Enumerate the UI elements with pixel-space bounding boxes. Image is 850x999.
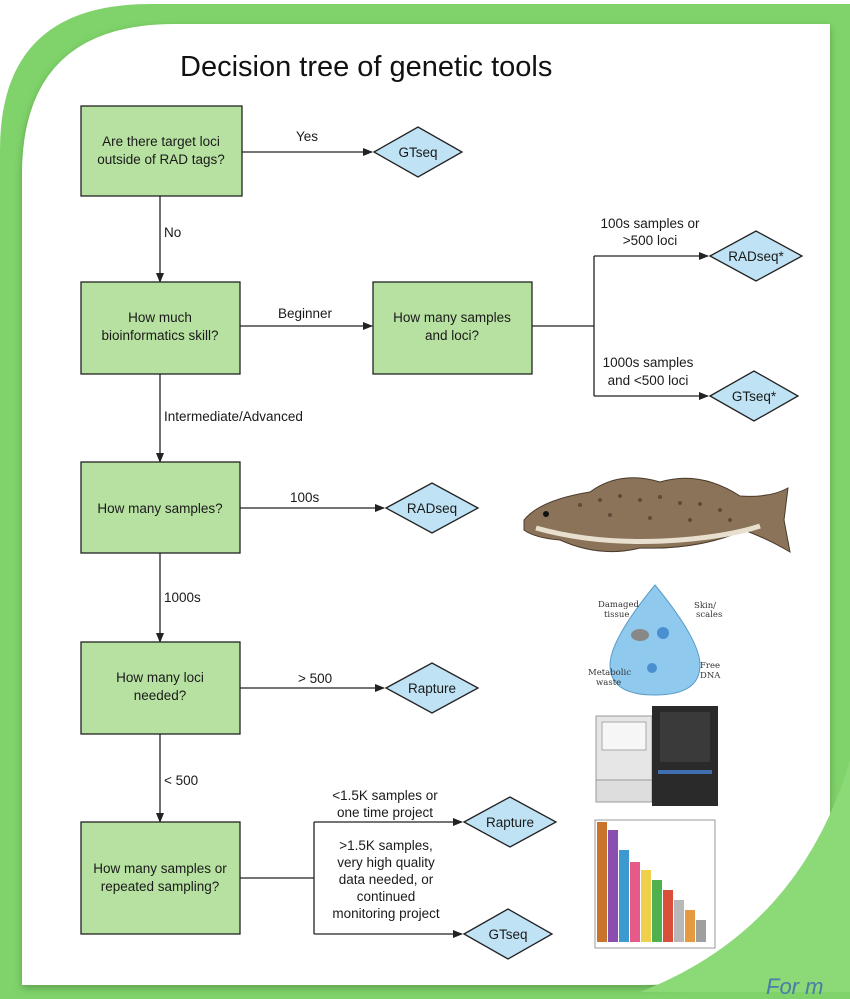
connectors bbox=[156, 148, 709, 938]
question-q6-line1: How many samples or bbox=[93, 861, 227, 876]
edge-label-gt15k-1: >1.5K samples, bbox=[339, 838, 432, 853]
edge-label-no: No bbox=[164, 225, 181, 240]
question-q1-line2: outside of RAD tags? bbox=[97, 152, 225, 167]
question-q3-line1: How many samples bbox=[393, 310, 511, 325]
edge-label-gt15k-2: very high quality bbox=[337, 855, 435, 870]
green-swoosh bbox=[640, 760, 850, 992]
answer-a4-label: RADseq bbox=[407, 501, 457, 516]
question-q1-line1: Are there target loci bbox=[102, 134, 220, 149]
answer-a6-label: Rapture bbox=[486, 815, 534, 830]
answer-a2: RADseq* bbox=[708, 230, 804, 282]
drop-label-metabolic-2: waste bbox=[596, 678, 621, 688]
question-q5-line2: needed? bbox=[134, 688, 187, 703]
drop-label-damaged-2: tissue bbox=[604, 610, 629, 620]
question-q4: How many samples? bbox=[80, 461, 241, 554]
answer-a3-label: GTseq* bbox=[732, 389, 777, 404]
edge-label-beginner: Beginner bbox=[278, 306, 333, 321]
edge-label-yes: Yes bbox=[296, 129, 318, 144]
drop-label-free-2: DNA bbox=[700, 671, 721, 681]
edge-label-gt15k-4: continued bbox=[357, 889, 416, 904]
edge-label-intermediate: Intermediate/Advanced bbox=[164, 409, 303, 424]
answer-a6: Rapture bbox=[462, 796, 558, 848]
answer-a7-label: GTseq bbox=[488, 927, 527, 942]
edge-label-100s: 100s bbox=[290, 490, 320, 505]
footer-text: For m bbox=[766, 974, 823, 999]
question-q6-line2: repeated sampling? bbox=[101, 879, 220, 894]
fish-illustration bbox=[523, 477, 791, 554]
question-q5-line1: How many loci bbox=[116, 670, 204, 685]
edge-label-lt15k-1: <1.5K samples or bbox=[332, 788, 438, 803]
question-q3: How many samples and loci? bbox=[372, 281, 533, 375]
question-q5: How many loci needed? bbox=[80, 641, 241, 735]
edge-label-thousands-2: and <500 loci bbox=[608, 373, 689, 388]
edge-label-hundreds-1: 100s samples or bbox=[600, 216, 700, 231]
question-q2-line1: How much bbox=[128, 310, 192, 325]
edge-label-1000s: 1000s bbox=[164, 590, 201, 605]
edge-label-lt500: < 500 bbox=[164, 773, 198, 788]
water-drop-illustration: Damaged tissue Skin/ scales Metabolic wa… bbox=[588, 584, 722, 696]
edge-label-thousands-1: 1000s samples bbox=[603, 355, 694, 370]
question-q4-line1: How many samples? bbox=[97, 501, 222, 516]
edge-label-hundreds-2: >500 loci bbox=[623, 233, 677, 248]
edge-label-gt15k-3: data needed, or bbox=[339, 872, 434, 887]
question-q2: How much bioinformatics skill? bbox=[80, 281, 241, 375]
sequencer-illustration bbox=[595, 706, 718, 806]
drop-label-skin-2: scales bbox=[696, 610, 722, 620]
question-q6: How many samples or repeated sampling? bbox=[80, 821, 241, 935]
answer-a1: GTseq bbox=[372, 126, 464, 178]
answer-a5-label: Rapture bbox=[408, 681, 456, 696]
diagram-title: Decision tree of genetic tools bbox=[180, 51, 552, 83]
question-q2-line2: bioinformatics skill? bbox=[101, 328, 218, 343]
answer-a4: RADseq bbox=[384, 482, 480, 534]
edge-label-gt500: > 500 bbox=[298, 671, 332, 686]
question-q3-line2: and loci? bbox=[425, 328, 479, 343]
answer-a3: GTseq* bbox=[708, 370, 800, 422]
answer-a7: GTseq bbox=[462, 908, 554, 960]
edge-label-gt15k-5: monitoring project bbox=[332, 906, 440, 921]
answer-a1-label: GTseq bbox=[398, 145, 437, 160]
drop-label-damaged-1: Damaged bbox=[598, 600, 639, 610]
drop-label-free-1: Free bbox=[700, 661, 720, 671]
stacked-bar-illustration bbox=[594, 819, 716, 949]
answer-a2-label: RADseq* bbox=[728, 249, 784, 264]
drop-label-skin-1: Skin/ bbox=[694, 601, 716, 611]
question-q1: Are there target loci outside of RAD tag… bbox=[80, 105, 243, 197]
drop-label-metabolic-1: Metabolic bbox=[588, 668, 631, 678]
answer-a5: Rapture bbox=[384, 662, 480, 714]
edge-label-lt15k-2: one time project bbox=[337, 805, 433, 820]
